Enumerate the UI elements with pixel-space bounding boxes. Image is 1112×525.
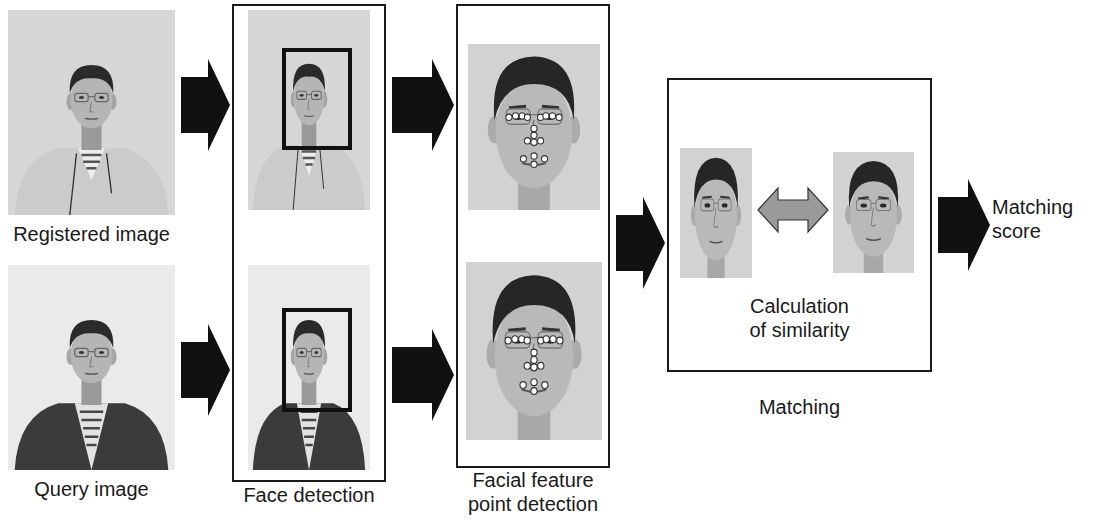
stage-label: Matching xyxy=(759,396,840,420)
detection-rectangle xyxy=(284,50,350,148)
stage-label: Facial feature point detection xyxy=(458,469,608,516)
stage-label: Face detection xyxy=(243,484,374,508)
query-photo xyxy=(8,265,175,470)
box-text: Calculation of similarity xyxy=(744,295,856,342)
flow-arrow xyxy=(392,329,454,421)
process-box: Face detection xyxy=(232,4,386,482)
compare-arrow xyxy=(758,188,828,232)
output-text: Matching score xyxy=(992,196,1107,243)
process-box: Facial feature point detection xyxy=(456,4,610,468)
feature-face xyxy=(466,262,602,440)
flow-arrow xyxy=(938,179,990,271)
detection-rectangle xyxy=(284,310,350,410)
flow-arrow xyxy=(181,324,230,416)
flow-arrow xyxy=(392,59,454,151)
image-caption: Query image xyxy=(34,478,149,502)
normalized-face xyxy=(680,148,752,278)
flow-arrow xyxy=(616,197,665,289)
image-node: Query image xyxy=(8,265,175,470)
flow-arrow xyxy=(181,59,230,151)
query-photo-small xyxy=(248,265,370,470)
normalized-face xyxy=(833,152,914,273)
image-caption: Registered image xyxy=(13,223,170,247)
output-label: Matching score xyxy=(992,196,1107,243)
registered-photo-small xyxy=(248,10,370,210)
registered-photo xyxy=(8,10,175,215)
image-node: Registered image xyxy=(8,10,175,215)
feature-face xyxy=(468,44,600,210)
process-box: Calculation of similarityMatching xyxy=(667,78,932,372)
